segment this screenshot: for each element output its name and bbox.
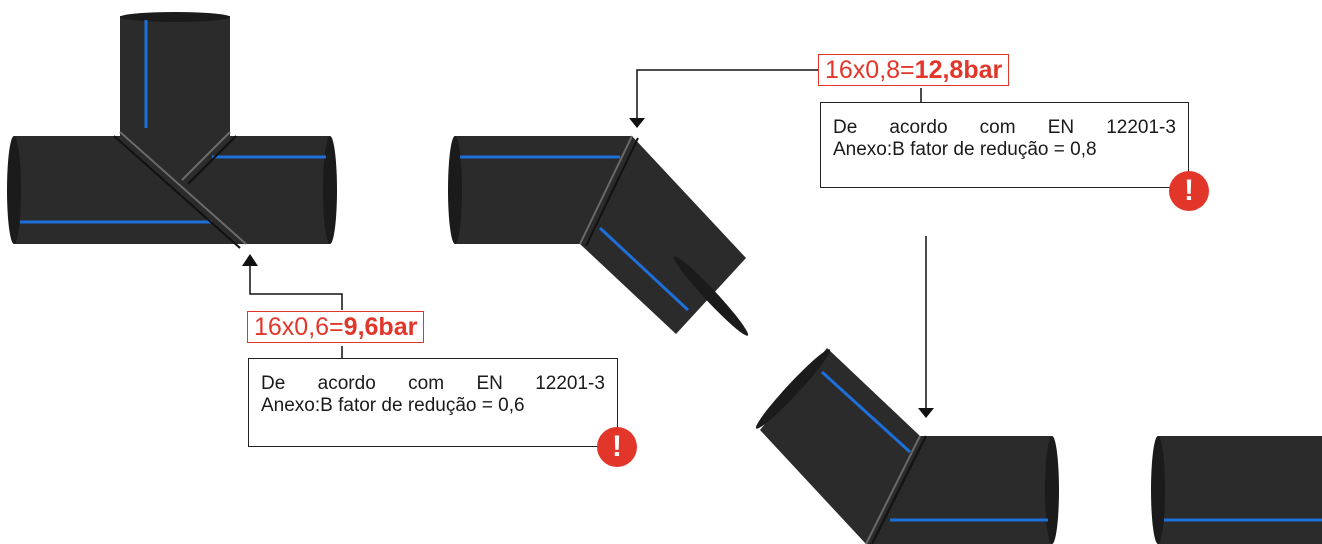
elbow-fitting-upper: [448, 135, 749, 336]
note-line-1: De acordo com EN 12201-3: [261, 373, 605, 394]
elbow-fitting-lower: [755, 348, 1059, 544]
leader-arrow-elbow-upper: [629, 69, 818, 128]
formula-label-elbow: 16x0,8=12,8bar: [818, 54, 1010, 86]
note-line-2: Anexo:B fator de redução = 0,8: [833, 139, 1097, 160]
note-box-elbow: De acordo com EN 12201-3 Anexo:B fator d…: [820, 102, 1189, 188]
formula-result: 9,6bar: [343, 313, 418, 341]
formula-prefix: 16x0,8=: [825, 56, 915, 84]
formula-prefix: 16x0,6=: [254, 313, 344, 341]
warning-icon: !: [1169, 171, 1209, 211]
leader-arrow-tee: [242, 254, 343, 310]
formula-result: 12,8bar: [914, 56, 1003, 84]
note-line-1: De acordo com EN 12201-3: [833, 117, 1176, 138]
tee-fitting: [7, 12, 337, 249]
warning-icon: !: [597, 427, 637, 467]
note-box-tee: De acordo com EN 12201-3 Anexo:B fator d…: [248, 358, 618, 447]
formula-label-tee: 16x0,6=9,6bar: [247, 311, 425, 343]
leader-arrow-elbow-lower: [918, 236, 934, 418]
note-line-2: Anexo:B fator de redução = 0,6: [261, 395, 525, 416]
straight-pipe: [1151, 436, 1322, 544]
